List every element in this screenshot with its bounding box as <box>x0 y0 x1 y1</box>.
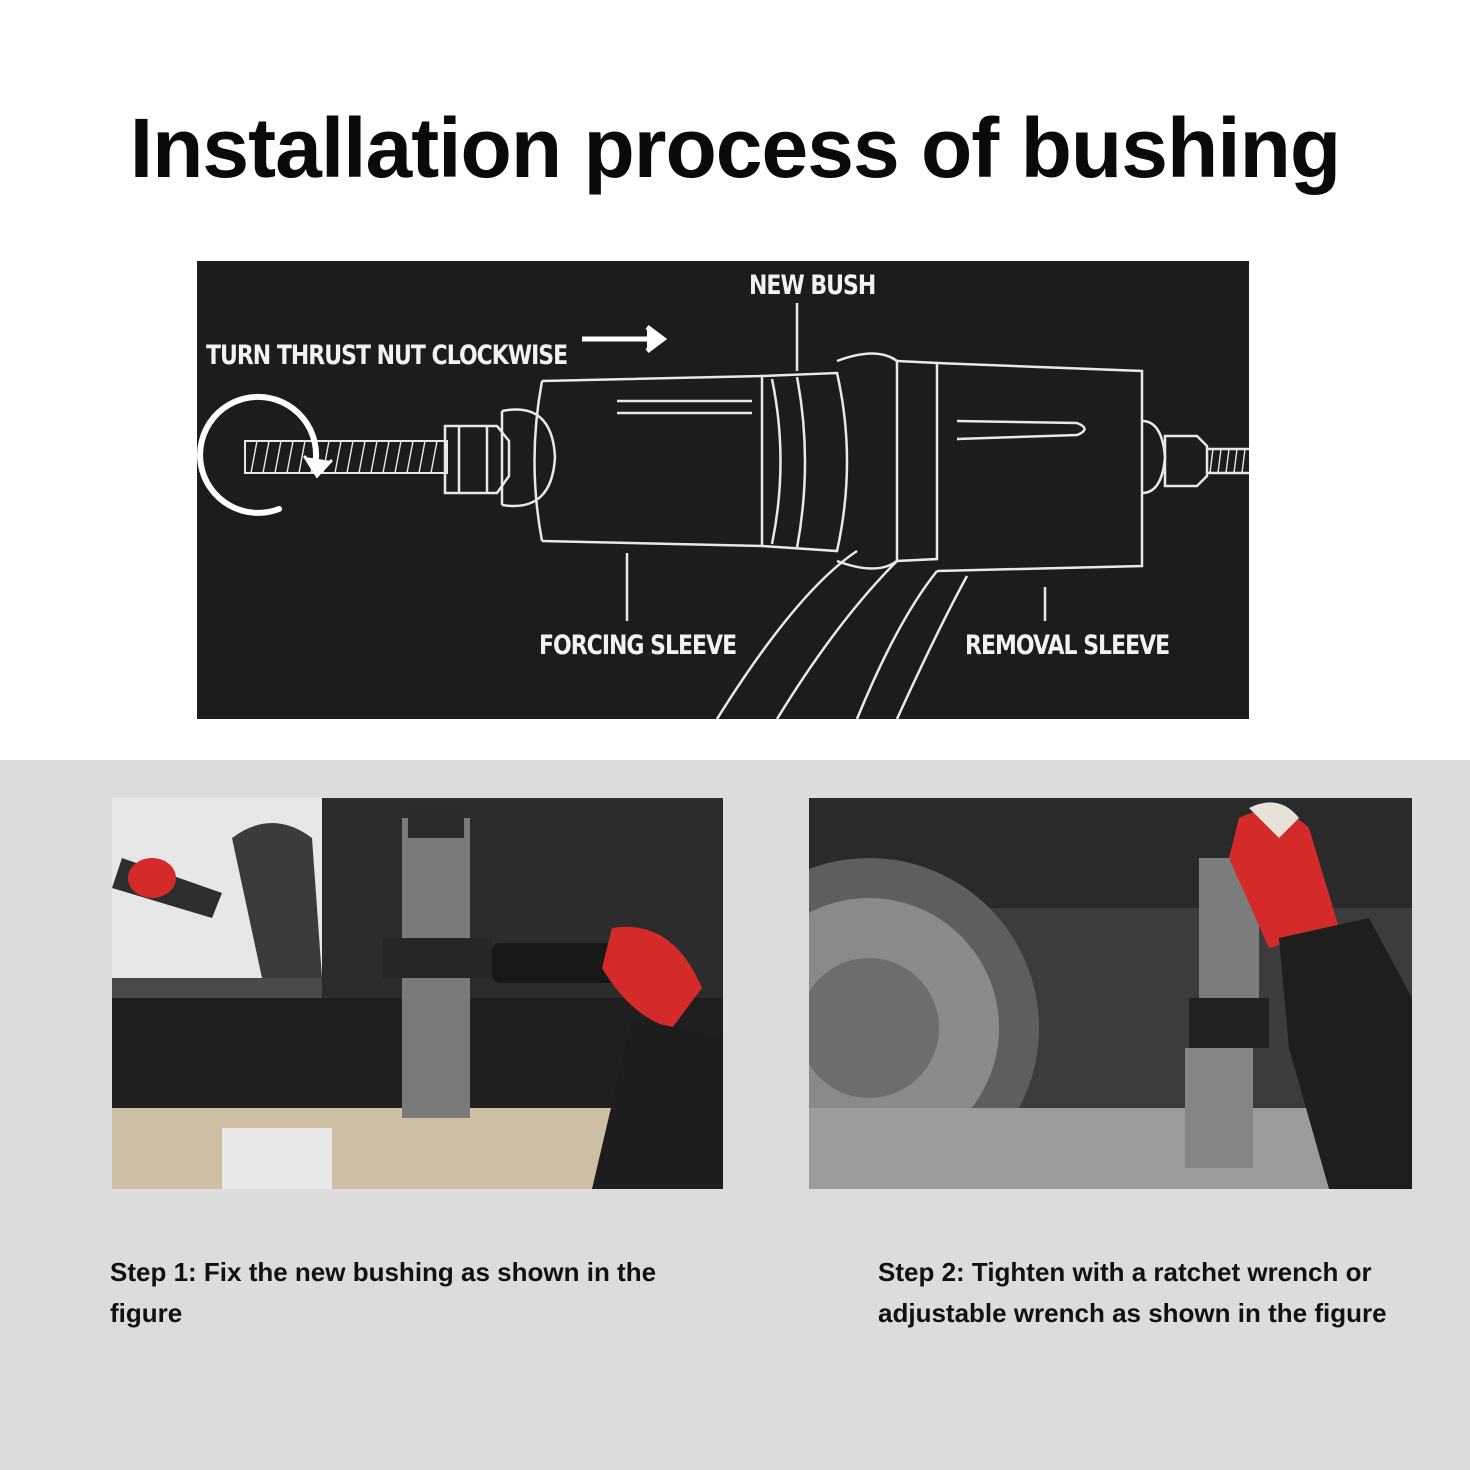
arrow-right-icon <box>582 325 668 353</box>
step-2-caption: Step 2: Tighten with a ratchet wrench or… <box>878 1257 1387 1328</box>
step-1-caption: Step 1: Fix the new bushing as shown in … <box>110 1257 657 1328</box>
label-removal-sleeve: REMOVAL SLEEVE <box>965 631 1170 661</box>
label-new-bush: NEW BUSH <box>749 271 876 301</box>
thread-lines <box>250 440 438 474</box>
rotate-clockwise-icon <box>197 393 333 516</box>
page-title: Installation process of bushing <box>129 101 1341 195</box>
label-turn-thrust-nut: TURN THRUST NUT CLOCKWISE <box>206 341 568 371</box>
step-1-photo <box>112 798 723 1189</box>
header-section: Installation process of bushing <box>129 101 1342 719</box>
bushing-tool-diagram: TURN THRUST NUT CLOCKWISE NEW BUSH FORCI… <box>197 261 1249 719</box>
diagram-drawing <box>197 303 1249 719</box>
label-forcing-sleeve: FORCING SLEEVE <box>539 631 737 661</box>
step-2-photo <box>809 798 1412 1189</box>
